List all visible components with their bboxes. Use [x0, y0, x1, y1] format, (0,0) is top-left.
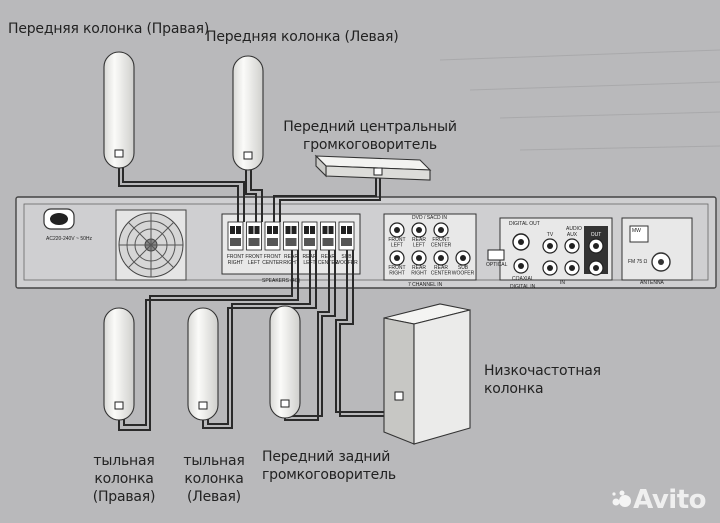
label-rear-right-line3: (Правая) — [92, 489, 156, 505]
dvd-jack-label: CENTER — [431, 243, 452, 249]
label-center: Передний центральный громкоговоритель — [282, 118, 458, 154]
label-subwoofer-line1: Низкочастотная — [484, 363, 601, 379]
channel-in-label: 7 CHANNEL IN — [408, 282, 443, 288]
subwoofer — [383, 303, 471, 445]
avito-logo-icon — [612, 490, 631, 507]
speaker-terminal-label: FRONT — [227, 254, 244, 260]
label-rear-right-line1: тыльная — [93, 453, 155, 469]
dvd-jack-label: REAR — [412, 265, 426, 271]
speaker-wire — [279, 175, 381, 222]
dvd-jack-label: RIGHT — [389, 271, 405, 277]
dvd-jack-label: FRONT — [432, 237, 449, 243]
audio-jack-pair: TV — [542, 232, 558, 276]
label-subwoofer: Низкочастотная колонка — [484, 362, 601, 398]
coaxial-in-jack — [513, 258, 529, 274]
digital-in-label: DIGITAL IN — [510, 284, 536, 290]
power-label: AC220-240V ~ 50Hz — [46, 236, 93, 242]
label-rear-right: тыльная колонка (Правая) — [84, 452, 164, 506]
speaker-wire — [273, 175, 377, 222]
audio-jack-label: OUT — [591, 232, 602, 238]
center-speaker — [314, 154, 432, 181]
dvd-jack-label: RIGHT — [411, 271, 427, 277]
speaker-wire — [245, 160, 257, 222]
speaker-terminal-label: LEFT — [248, 260, 260, 266]
front-right-speaker — [103, 51, 135, 169]
audio-jack-label: AUX — [567, 232, 578, 238]
speaker-wire — [123, 250, 299, 426]
optical-in-jack — [487, 249, 505, 261]
rear-center-speaker — [269, 305, 301, 419]
speaker-wire — [118, 250, 293, 431]
dvd-jack-label: LEFT — [391, 243, 403, 249]
coaxial-label: COAXIAL — [512, 276, 534, 282]
watermark-text: Avito — [633, 485, 706, 515]
speaker-terminal-label: FRONT — [245, 254, 262, 260]
audio-jack-pair: AUX — [564, 232, 580, 276]
label-rear-left-line1: тыльная — [183, 453, 245, 469]
digital-out-label: DIGITAL OUT — [509, 221, 540, 227]
speaker-wire — [207, 250, 317, 425]
label-rear-left: тыльная колонка (Левая) — [172, 452, 256, 506]
label-rear-center-line1: Передний задний — [262, 449, 391, 465]
speaker-wire — [202, 250, 311, 429]
optical-label: OPTICAL — [486, 262, 508, 268]
dvd-jack-label: LEFT — [413, 243, 425, 249]
rear-left-speaker — [187, 307, 219, 421]
label-subwoofer-line2: колонка — [484, 381, 544, 397]
label-rear-center: Передний задний громкоговоритель — [262, 448, 396, 484]
label-center-line2: громкоговоритель — [303, 137, 437, 153]
speaker-terminal-label: RIGHT — [228, 260, 244, 266]
dvd-label: DVD / SACD IN — [412, 215, 447, 221]
label-center-line1: Передний центральный — [283, 119, 457, 135]
dvd-jack-label: CENTER — [431, 271, 452, 277]
audio-jack-label: TV — [547, 232, 554, 238]
antenna-label: ANTENNA — [640, 280, 665, 286]
rear-right-speaker — [103, 307, 135, 421]
front-left-speaker — [232, 55, 264, 171]
in-label: IN — [560, 280, 565, 286]
label-rear-left-line3: (Левая) — [187, 489, 241, 505]
dvd-jack-label: REAR — [412, 237, 426, 243]
dvd-jack-label: FRONT — [388, 237, 405, 243]
mw-label: MW — [632, 228, 641, 234]
label-rear-left-line2: колонка — [184, 471, 244, 487]
speaker-terminal-label: FRONT — [264, 254, 281, 260]
fan-grille — [115, 209, 187, 281]
fm-label: FM 75 Ω — [628, 259, 648, 265]
speaker-wire — [122, 158, 245, 222]
dvd-jack-label: WOOFER — [452, 271, 475, 277]
panel-jacks-and-terminals: FRONTRIGHTFRONTLEFTFRONTCENTERREARRIGHTR… — [227, 221, 604, 277]
speaker-wire — [250, 160, 263, 222]
digital-out-jack — [512, 233, 530, 251]
dvd-jack-label: FRONT — [388, 265, 405, 271]
speakers-label: SPEAKERS (4Ω) — [262, 278, 301, 284]
label-front-right: Передняя колонка (Правая) — [8, 21, 210, 37]
audio-label: AUDIO — [566, 226, 582, 232]
speakers — [103, 51, 301, 421]
background-lines — [439, 49, 720, 151]
speaker-wire — [118, 158, 239, 222]
audio-jack-pair: OUT — [588, 232, 604, 276]
dvd-jack-label: SUB — [458, 265, 469, 271]
label-rear-right-line2: колонка — [94, 471, 154, 487]
speaker-terminal-label: CENTER — [262, 260, 283, 266]
receiver-back-panel — [15, 196, 717, 289]
label-front-left: Передняя колонка (Левая) — [206, 29, 399, 45]
dvd-jack-label: REAR — [434, 265, 448, 271]
label-rear-center-line2: громкоговоритель — [262, 467, 396, 483]
